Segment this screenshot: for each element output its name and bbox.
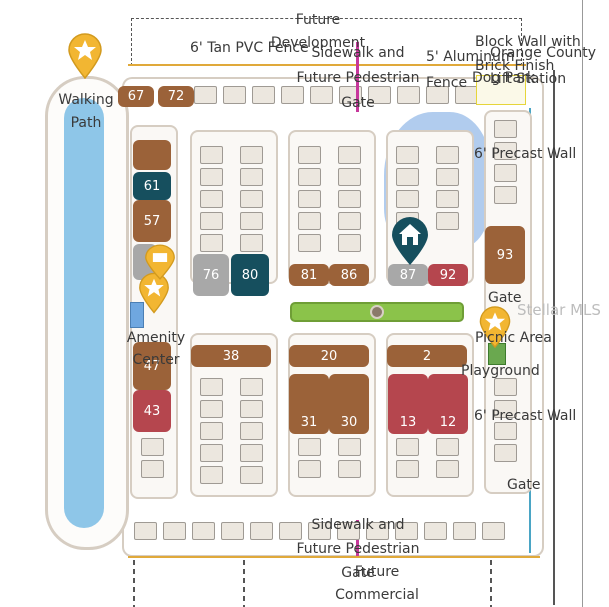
unit-stack <box>200 378 223 484</box>
unit-87[interactable]: 87 <box>388 264 428 286</box>
block-wall-label: Block Wall with Brick Finish <box>475 34 581 74</box>
unit-72[interactable]: 72 <box>158 86 194 107</box>
amenity-pool <box>130 302 144 328</box>
unit-stack <box>436 146 459 230</box>
gate-bottom-right-label: Gate <box>507 477 541 493</box>
sidewalk-top-label: Sidewalk and Future Pedestrian Gate <box>296 45 420 111</box>
precast-wall-top-label: 6' Precast Wall <box>474 146 577 162</box>
unit-stack <box>338 146 361 252</box>
amenity-center-label: Amenity Center <box>126 330 186 368</box>
unit-61[interactable]: 61 <box>133 172 171 200</box>
unit-12[interactable]: 12 <box>428 374 468 434</box>
unit <box>310 86 333 104</box>
star-marker-icon[interactable] <box>138 272 170 314</box>
unit-stack <box>298 146 321 252</box>
unit-stack <box>141 438 164 478</box>
aluminum-fence-label: 5' Aluminum Fence <box>426 49 515 91</box>
unit-stack <box>436 438 459 478</box>
unit-76[interactable]: 76 <box>193 254 229 296</box>
commercial-boundary-mid <box>243 560 245 607</box>
precast-wall-bottom-label: 6' Precast Wall <box>474 408 577 424</box>
unit <box>194 86 217 104</box>
unit-stack-west-top <box>133 140 171 170</box>
tan-fence-label: 6' Tan PVC Fence <box>190 40 309 56</box>
unit-81[interactable]: 81 <box>289 264 329 286</box>
unit-93[interactable]: 93 <box>485 226 525 284</box>
unit <box>397 86 420 104</box>
house-marker-icon[interactable] <box>144 244 176 280</box>
unit-stack <box>240 146 263 252</box>
future-development-label: Future Development <box>270 12 366 51</box>
walking-path-water <box>64 98 104 528</box>
unit-stack <box>494 120 517 204</box>
unit <box>252 86 275 104</box>
future-commercial-label: Future Commercial <box>335 564 419 603</box>
unit-stack <box>298 438 321 478</box>
walking-path-label: Walking Path <box>58 92 114 131</box>
house-marker-icon[interactable] <box>390 216 430 266</box>
commercial-boundary-right <box>490 560 492 607</box>
star-marker-icon[interactable] <box>478 306 512 348</box>
unit-43[interactable]: 43 <box>133 390 171 432</box>
unit-38[interactable]: 38 <box>191 345 271 367</box>
playground-label: Playground <box>461 363 540 379</box>
top-unit-row <box>194 86 478 104</box>
unit-20[interactable]: 20 <box>289 345 369 367</box>
unit <box>368 86 391 104</box>
unit-stack <box>396 438 419 478</box>
unit-30[interactable]: 30 <box>329 374 369 434</box>
star-marker-icon[interactable] <box>67 33 103 79</box>
unit <box>281 86 304 104</box>
unit-57[interactable]: 57 <box>133 200 171 242</box>
fountain-icon <box>370 305 384 319</box>
orange-county-label: Orange County Lift Station <box>490 45 597 87</box>
gate-right-label: Gate <box>488 290 522 306</box>
dog-park <box>476 75 526 105</box>
stellar-mls-watermark: Stellar MLS <box>517 301 601 319</box>
east-road-line <box>582 0 583 607</box>
unit <box>426 86 449 104</box>
east-boundary-line <box>553 70 555 605</box>
tan-fence-line <box>128 64 526 66</box>
dog-park-label: Dog Park <box>472 70 535 86</box>
unit-2[interactable]: 2 <box>387 345 467 367</box>
unit <box>223 86 246 104</box>
commercial-boundary-left <box>133 560 135 607</box>
bottom-unit-row <box>134 522 505 540</box>
unit-47[interactable]: 47 <box>133 342 171 390</box>
unit-67[interactable]: 67 <box>118 86 154 107</box>
unit-13[interactable]: 13 <box>388 374 428 434</box>
picnic-area-label: Picnic Area <box>475 330 552 346</box>
sidewalk-bottom-label: Sidewalk and Future Pedestrian Gate <box>296 517 420 581</box>
unit-31[interactable]: 31 <box>289 374 329 434</box>
unit-86[interactable]: 86 <box>329 264 369 286</box>
pedestrian-gate-top <box>356 42 359 112</box>
unit-stack <box>200 146 223 252</box>
unit-92[interactable]: 92 <box>428 264 468 286</box>
unit-stack <box>494 378 517 462</box>
unit-stack <box>396 146 419 230</box>
unit-80[interactable]: 80 <box>231 254 269 296</box>
unit-stack <box>338 438 361 478</box>
unit-stack <box>240 378 263 484</box>
south-fence-line <box>128 556 540 558</box>
